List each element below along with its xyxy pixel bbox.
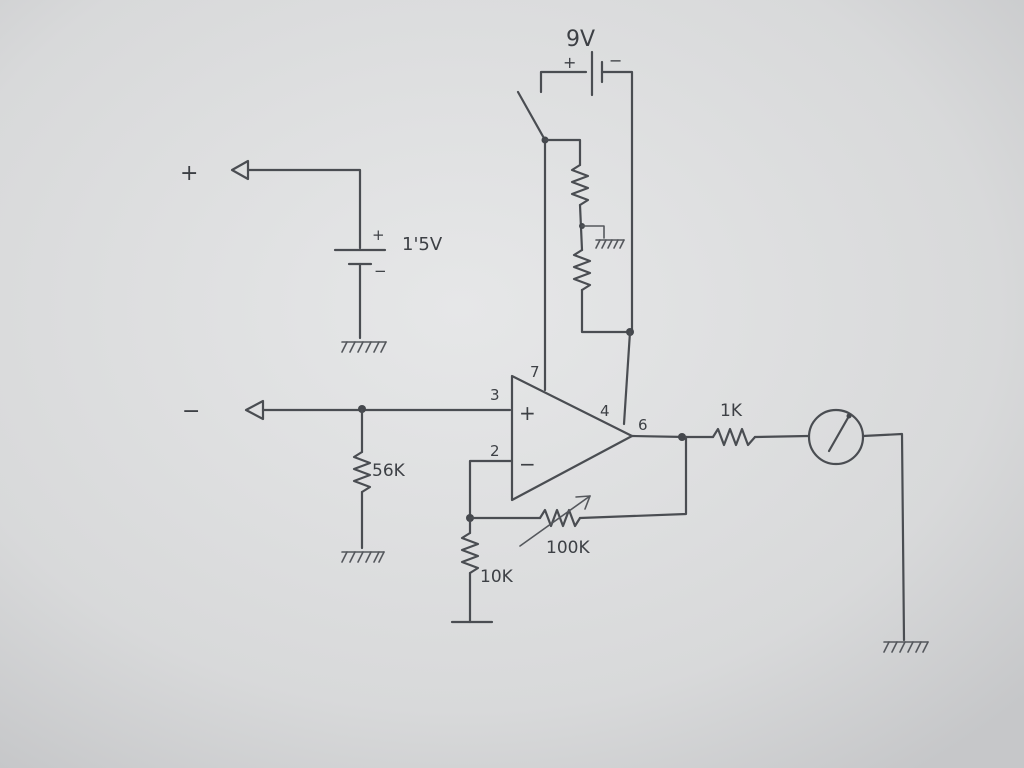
supply-voltage-label: 9V — [566, 27, 595, 52]
pin-7-label: 7 — [530, 363, 540, 381]
supply-minus-sign: − — [609, 51, 622, 70]
small-battery-plus: + — [372, 226, 385, 244]
opamp-minus-input-sign: − — [519, 452, 536, 476]
small-battery-label: 1'5V — [402, 234, 443, 255]
pin-4-label: 4 — [600, 402, 610, 420]
ground-symbol-meter — [883, 641, 929, 653]
opamp-plus-input-sign: + — [519, 401, 536, 425]
input-plus-terminal — [230, 159, 362, 250]
small-battery-minus: − — [374, 262, 387, 280]
wire-meter-ground — [861, 432, 906, 642]
resistor-100k-variable — [468, 435, 688, 547]
resistor-1k-label: 1K — [720, 401, 743, 421]
small-battery — [333, 248, 387, 340]
resistor-100k-label: 100K — [546, 538, 590, 558]
resistor-10k — [450, 516, 494, 624]
pin-2-label: 2 — [490, 442, 500, 460]
ground-symbol-56k — [341, 551, 385, 563]
wire-output — [630, 427, 810, 447]
terminal-minus-label: − — [182, 399, 200, 424]
ground-symbol-battery — [341, 341, 387, 353]
pin-6-label: 6 — [638, 416, 648, 434]
resistor-10k-label: 10K — [480, 567, 514, 587]
resistor-56k — [352, 408, 372, 550]
resistor-56k-label: 56K — [372, 461, 406, 481]
pin-3-label: 3 — [490, 386, 500, 404]
power-switch — [516, 90, 547, 142]
ground-symbol-divider — [581, 225, 625, 249]
terminal-plus-label: + — [180, 161, 198, 186]
wire-pin-4 — [622, 330, 632, 426]
opamp-triangle — [510, 374, 634, 502]
supply-battery — [539, 50, 634, 332]
supply-plus-sign: + — [563, 53, 576, 72]
